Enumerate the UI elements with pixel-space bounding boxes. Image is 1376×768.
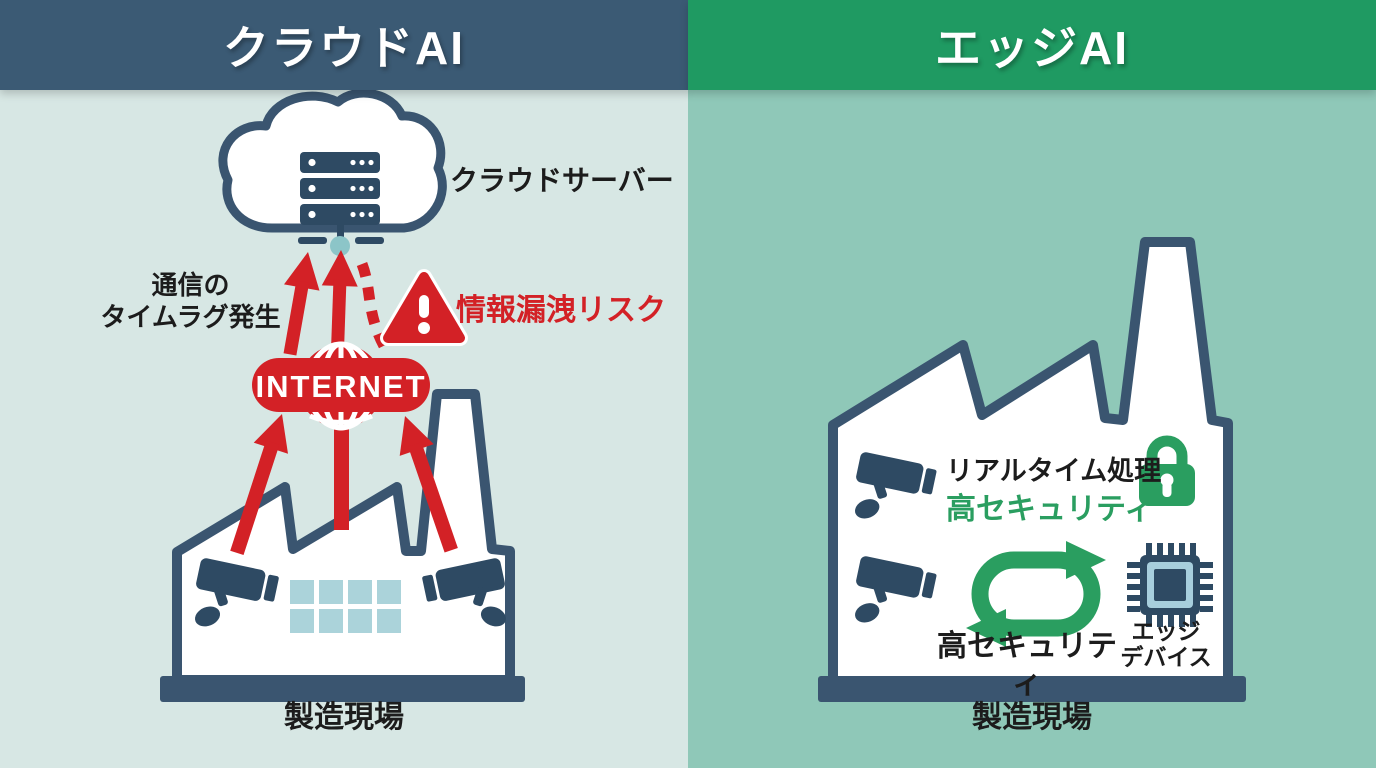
factory-right-body	[828, 237, 1233, 687]
chip-pins	[1127, 543, 1213, 627]
high-security-label-green: 高セキュリティ	[946, 493, 1155, 526]
warning-icon	[380, 269, 468, 346]
high-security-label-black: 高セキュリティ	[937, 630, 1117, 700]
edge-ai-header: エッジAI	[688, 0, 1376, 90]
factory-left-base	[160, 676, 525, 702]
upload-arrow-right	[399, 416, 458, 553]
lag-dashed-arrow	[356, 262, 389, 349]
upload-arrow-to-cloud-2	[321, 250, 358, 357]
internet-stem	[334, 418, 349, 530]
edge-device-line2: デバイス	[1120, 643, 1212, 670]
latency-label: 通信の タイムラグ発生	[88, 270, 293, 333]
internet-label: INTERNET	[256, 369, 427, 404]
site-label-right: 製造現場	[972, 701, 1092, 734]
upload-arrows-lower	[230, 414, 458, 556]
factory-left	[160, 389, 525, 702]
factory-right	[818, 237, 1246, 702]
data-leak-risk-label: 情報漏洩リスク	[456, 294, 666, 327]
server-rack	[300, 152, 380, 225]
upload-arrows-upper	[283, 250, 389, 357]
chip-icon	[1127, 543, 1213, 627]
cloud-server-label: クラウドサーバー	[450, 165, 674, 196]
cycle-arrows-icon	[966, 541, 1106, 647]
factory-right-base	[818, 676, 1246, 702]
factory-left-body	[172, 389, 515, 685]
cloud-server-icon	[218, 88, 447, 256]
cloud-ai-header: クラウドAI	[0, 0, 688, 90]
upload-arrow-left	[230, 414, 288, 556]
upload-arrow-to-cloud-1	[283, 252, 320, 356]
latency-line1: 通信の	[151, 270, 230, 300]
cloud-ai-title: クラウドAI	[223, 22, 465, 74]
network-node-icon	[298, 225, 384, 256]
edge-ai-title: エッジAI	[935, 22, 1129, 74]
edge-device-line1: エッジ	[1131, 618, 1201, 644]
internet-pill	[252, 358, 430, 412]
realtime-processing-label: リアルタイム処理	[946, 456, 1162, 486]
factory-windows	[290, 580, 401, 633]
latency-line2: タイムラグ発生	[100, 301, 281, 332]
lock-icon	[1139, 435, 1195, 506]
edge-device-label: エッジ デバイス	[1112, 618, 1220, 671]
site-label-left: 製造現場	[284, 701, 404, 734]
internet-globe-badge: INTERNET	[252, 341, 430, 431]
